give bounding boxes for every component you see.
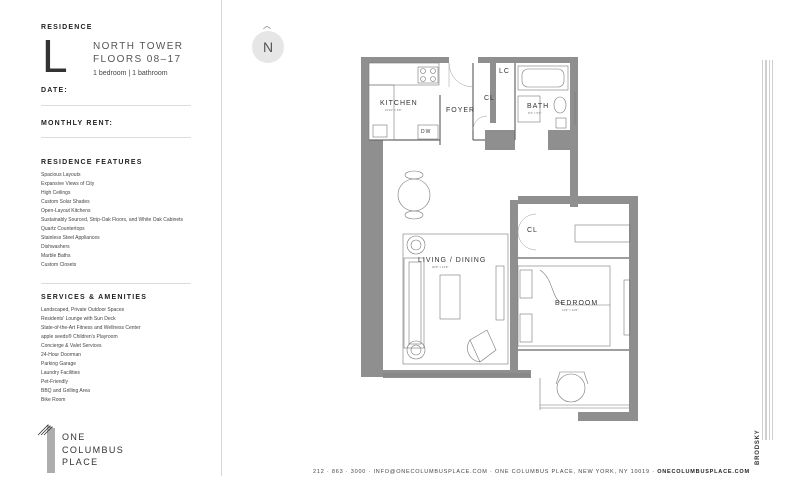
living-furniture [397, 170, 509, 365]
footer-contact: 212 · 863 · 3000 · INFO@ONECOLUMBUSPLACE… [313, 469, 750, 475]
exterior-walls [361, 57, 638, 421]
brand-logo: ONE COLUMBUS PLACE [36, 423, 186, 475]
rooms-summary: 1 bedroom | 1 bathroom [93, 70, 168, 77]
list-item: State-of-the-Art Fitness and Wellness Ce… [41, 325, 141, 331]
bath-fixtures [517, 65, 576, 129]
floor-range: FLOORS 08–17 [93, 54, 182, 65]
info-sidebar: RESIDENCE L NORTH TOWER FLOORS 08–17 1 b… [0, 0, 222, 476]
rent-rule [41, 137, 191, 138]
footer-address: ONE COLUMBUS PLACE, NEW YORK, NY 10019 [494, 469, 650, 475]
logo-wordmark: ONE COLUMBUS PLACE [62, 431, 124, 469]
bath-dim: 6'4" × 5'3" [528, 111, 541, 115]
logo-line: ONE [62, 432, 86, 442]
interior-walls [369, 63, 629, 351]
compass: N [252, 31, 284, 63]
logo-mark-icon [37, 424, 55, 473]
list-item: apple seeds® Children's Playroom [41, 333, 118, 340]
list-item: Bike Room [41, 396, 66, 403]
door-swings [448, 62, 537, 251]
kitchen-fixtures [368, 62, 440, 141]
living-dining-label: LIVING / DINING [418, 257, 486, 264]
tower-name: NORTH TOWER [93, 41, 184, 52]
foyer-label: FOYER [446, 107, 475, 114]
north-arrow-icon: ︿ [263, 21, 271, 30]
footer-email[interactable]: INFO@ONECOLUMBUSPLACE.COM [373, 469, 488, 475]
list-item: Parking Garage [41, 360, 77, 367]
footer-sep: · [490, 469, 495, 475]
list-item: Quartz Countertops [41, 225, 85, 232]
logo-line: PLACE [62, 457, 99, 467]
list-item: Sustainably Sourced, Strip-Oak Floors, a… [41, 217, 184, 223]
kitchen-label: KITCHEN [380, 100, 418, 107]
rent-label: MONTHLY RENT: [41, 120, 113, 127]
date-rule [41, 105, 191, 106]
list-item: Laundry Facilities [41, 369, 80, 376]
window-lines [383, 373, 630, 410]
bedroom-furniture [517, 224, 631, 403]
list-item: Expansive Views of City [41, 181, 95, 187]
list-item: Pet-Friendly [41, 378, 68, 385]
bedroom-closet-label: CL [527, 227, 538, 234]
list-item: Residents' Lounge with Sun Deck [41, 316, 116, 322]
logo-line: COLUMBUS [62, 444, 125, 455]
foyer-closet-label: CL [484, 95, 495, 102]
footer-sep: · [652, 469, 658, 475]
list-item: Open-Layout Kitchens [41, 208, 91, 214]
amenities-list: Landscaped, Private Outdoor Spaces Resid… [41, 306, 191, 405]
kitchen-dim: 10'10" × 6'6" [385, 108, 402, 112]
linen-closet-label: LC [499, 68, 510, 75]
date-label: DATE: [41, 87, 68, 94]
residence-label: RESIDENCE [41, 24, 93, 31]
residence-letter: L [42, 30, 68, 82]
residence-tower: NORTH TOWER FLOORS 08–17 [93, 40, 183, 66]
features-rule [41, 283, 191, 284]
list-item: Custom Closets [41, 261, 77, 268]
brokerage-logo: BRODSKY [755, 429, 761, 465]
list-item: Landscaped, Private Outdoor Spaces [41, 307, 125, 313]
footer-phone: 212 · 863 · 3000 [313, 469, 367, 475]
bedroom-label: BEDROOM [555, 300, 598, 307]
footer-sep: · [368, 469, 374, 475]
amenities-title: SERVICES & AMENITIES [41, 294, 148, 301]
features-title: RESIDENCE FEATURES [41, 159, 143, 166]
footer-website[interactable]: ONECOLUMBUSPLACE.COM [657, 469, 750, 475]
list-item: Marble Baths [41, 252, 71, 259]
list-item: Custom Solar Shades [41, 199, 90, 205]
bath-label: BATH [527, 103, 549, 110]
living-dining-dim: 20'6" × 11'8" [432, 265, 448, 269]
list-item: 24-Hour Doorman [41, 351, 82, 358]
list-item: Dishwashers [41, 243, 70, 250]
list-item: High Ceilings [41, 190, 71, 196]
legal-disclaimer-block [762, 60, 776, 440]
list-item: Stainless Steel Appliances [41, 234, 100, 241]
list-item: Concierge & Valet Services [41, 342, 102, 349]
dishwasher-label: DW [421, 129, 431, 135]
features-list: Spacious Layouts Expansive Views of City… [41, 171, 191, 270]
list-item: Spacious Layouts [41, 172, 81, 178]
list-item: BBQ and Grilling Area [41, 387, 90, 394]
bedroom-dim: 11'9" × 11'6" [562, 308, 578, 312]
